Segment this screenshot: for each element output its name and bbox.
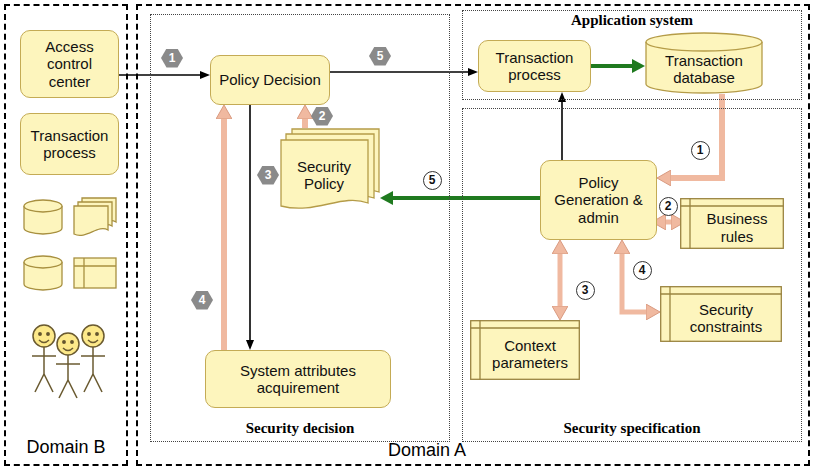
process-box: Transaction process [20, 113, 119, 175]
callout-number: 4 [191, 291, 213, 310]
flow-arrow [561, 102, 563, 160]
flow-arrow [221, 119, 227, 350]
box-label: Business rules [694, 210, 780, 245]
process-box: Transaction process [478, 40, 591, 92]
process-box: System attributes acquirement [205, 350, 391, 408]
box-label: Context parameters [484, 337, 576, 372]
flow-arrow [666, 220, 671, 225]
callout-number: 3 [257, 166, 279, 185]
region-title: Application system [463, 12, 801, 29]
subsystem-region: Security decision Policy DecisionSecurity… [150, 14, 450, 442]
callout-number: 1 [161, 49, 183, 68]
flow-arrow [591, 64, 632, 68]
flow-arrow [393, 196, 540, 200]
data-table: Context parameters [470, 320, 580, 380]
user-figures [32, 325, 105, 398]
flow-arrow [671, 94, 722, 178]
box-label: Transaction database [651, 52, 757, 87]
box-label: Transaction process [27, 127, 112, 162]
box-label: Security constraints [674, 301, 778, 336]
callout-number: 4 [633, 261, 652, 280]
database-icons [24, 198, 116, 290]
flow-arrow [119, 74, 200, 76]
domain-region: Domain B Access control centerTransaction… [4, 4, 128, 466]
flow-arrow [330, 71, 468, 73]
box-label: Policy Generation & admin [547, 174, 650, 226]
callout-number: 2 [659, 197, 678, 216]
data-table: Business rules [680, 198, 784, 249]
callout-number: 5 [423, 171, 442, 190]
region-title: Domain B [6, 437, 126, 458]
callout-number: 1 [691, 141, 710, 160]
box-label: System attributes acquirement [212, 362, 384, 397]
domain-region: Domain A Security decision Policy Decision… [136, 4, 810, 466]
flow-arrow [249, 105, 251, 340]
box-label: Policy Decision [219, 71, 321, 88]
process-box: Access control center [20, 30, 119, 98]
region-title: Domain A [388, 440, 466, 461]
data-table: Security constraints [660, 286, 782, 342]
callout-number: 2 [311, 107, 333, 126]
callout-number: 5 [369, 47, 391, 66]
callout-number: 3 [576, 281, 595, 300]
flow-arrow [302, 119, 308, 128]
document-stack: Security Policy [280, 128, 380, 212]
box-label: Access control center [27, 38, 112, 90]
process-box: Policy Generation & admin [540, 160, 657, 240]
region-title: Security decision [151, 420, 449, 437]
region-title: Security specification [463, 420, 801, 437]
process-box: Policy Decision [210, 55, 330, 105]
box-label: Transaction process [485, 49, 584, 84]
subsystem-region: Security specification Policy Generation … [462, 108, 802, 442]
subsystem-region: Application systemTransaction process Tra… [462, 10, 802, 100]
database-cylinder: Transaction database [645, 32, 763, 94]
flow-arrow [558, 254, 563, 306]
box-label: Security Policy [284, 158, 364, 193]
